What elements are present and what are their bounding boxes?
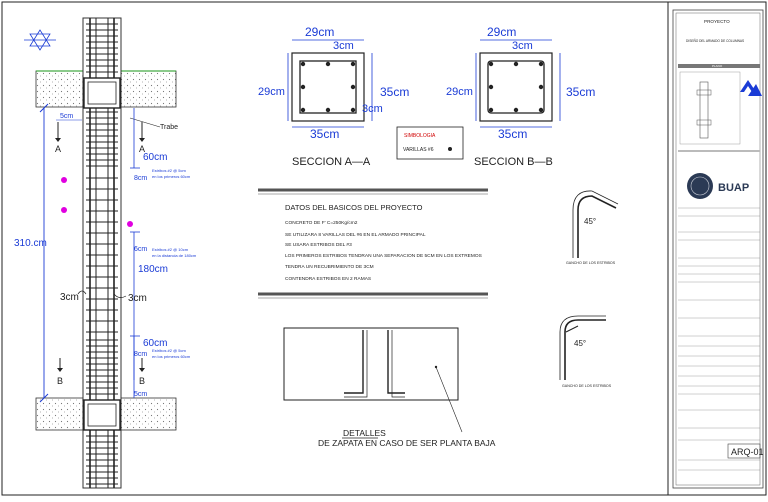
titleblock-rows <box>678 207 760 471</box>
project-line-6: CONTENDRA ESTRIBOS EN 2 RAMAS <box>285 276 371 282</box>
side-cover-right-label: 3cm <box>128 293 147 304</box>
hook-1-label: GANCHO DE LOS ESTRIBOS <box>566 261 616 265</box>
title-block: PROYECTO DISEÑO DEL ARMADO DE COLUMNAS P… <box>672 9 764 489</box>
section-marker-a-left: A <box>55 122 61 154</box>
legend-box: SIMBOLOGIA VARILLAS #6 <box>396 126 464 160</box>
titleblock-project-name: DISEÑO DEL ARMADO DE COLUMNAS <box>686 38 744 43</box>
section-a-cover: 3cm <box>333 40 354 52</box>
project-data: DATOS DEL BASICOS DEL PROYECTO CONCRETO … <box>258 188 488 299</box>
stirrups-group <box>86 23 118 485</box>
hook-detail-1: 45° GANCHO DE LOS ESTRIBOS <box>566 190 619 265</box>
gap-bot-label: 8cm <box>134 351 147 358</box>
section-a-title: SECCION A—A <box>292 156 371 168</box>
section-b-width: 29cm <box>487 25 516 39</box>
cover-bottom-label: 5cm <box>134 391 147 398</box>
section-marker-b-left: B <box>57 358 63 386</box>
note-top-line2: en los primeros 60cm <box>152 174 191 179</box>
beam-label: Trabe <box>160 124 178 131</box>
titleblock-sheet-number: ARQ-01 <box>731 447 764 457</box>
section-a-height: 35cm <box>380 85 409 99</box>
logo-mark <box>24 29 56 51</box>
footing-detail: DETALLES DE ZAPATA EN CASO DE SER PLANTA… <box>283 327 496 448</box>
side-cover-left-label: 3cm <box>60 292 79 303</box>
footing-subtitle: DE ZAPATA EN CASO DE SER PLANTA BAJA <box>318 438 496 448</box>
cover-top-label: 5cm <box>60 113 73 120</box>
legend-title: SIMBOLOGIA <box>404 133 436 139</box>
bar-marker <box>61 177 67 183</box>
section-b-side: 29cm <box>446 86 473 98</box>
project-line-3: SE USARA ESTRIBOS DEL #3 <box>285 242 352 248</box>
section-a-width: 29cm <box>305 25 334 39</box>
bar-marker <box>127 221 133 227</box>
zone-bot-label: 60cm <box>143 338 167 349</box>
section-a-bottom: 35cm <box>310 127 339 141</box>
gap-top-label: 8cm <box>134 175 147 182</box>
note-mid-line2: en la distancia de 180cm <box>152 253 197 258</box>
note-mid-line1: Estribos #2 @ 10cm <box>152 247 189 252</box>
svg-text:A: A <box>139 144 145 154</box>
note-top-line1: Estribos #2 @ 5cm <box>152 168 187 173</box>
note-bot-line1: Estribos #2 @ 5cm <box>152 348 187 353</box>
section-b-cover: 3cm <box>512 40 533 52</box>
zone-mid-label: 180cm <box>138 264 168 275</box>
hook-2-angle: 45° <box>574 339 586 348</box>
section-a-side: 29cm <box>258 86 285 98</box>
bar-marker <box>61 207 67 213</box>
hook-2-label: GANCHO DE LOS ESTRIBOS <box>562 384 612 388</box>
section-a-stirrup <box>299 60 357 114</box>
project-line-1: CONCRETO DE F' C=250Kg/cm2 <box>285 220 358 226</box>
project-line-4: LOS PRIMEROS ESTRIBOS TENDRAN UNA SEPARA… <box>285 253 482 259</box>
section-marker-a-right: A <box>139 122 145 154</box>
footing-outline <box>283 327 459 401</box>
svg-text:A: A <box>55 144 61 154</box>
titleblock-plan: PLANO <box>712 64 723 68</box>
height-dim-label: 310.cm <box>14 238 47 249</box>
project-data-title: DATOS DEL BASICOS DEL PROYECTO <box>285 203 423 212</box>
note-bot-line2: en los primeros 60cm <box>152 354 191 359</box>
column-elevation: 310.cm 5cm A A Trabe 60cm 8cm Estribos #… <box>14 17 197 489</box>
legend-item: VARILLAS #6 <box>403 147 434 153</box>
hook-detail-2: 45° GANCHO DE LOS ESTRIBOS <box>559 315 612 388</box>
project-line-2: SE UTILIZARA 8 VARILLAS DEL #6 EN EL ARM… <box>285 232 426 238</box>
hook-1-angle: 45° <box>584 217 596 226</box>
section-a-inner: 3cm <box>362 103 383 115</box>
legend-bar-symbol <box>448 147 452 151</box>
section-a-bars <box>300 61 356 113</box>
titleblock-project: PROYECTO <box>704 19 730 24</box>
titleblock-university: BUAP <box>718 182 749 194</box>
section-b-height: 35cm <box>566 85 595 99</box>
section-b-stirrup <box>487 60 545 114</box>
project-line-5: TENDRA UN RECUBRIMIENTO DE 3CM <box>285 264 374 270</box>
zone-top-label: 60cm <box>143 152 167 163</box>
titleblock-logo-icon <box>740 80 756 92</box>
footing-title: DETALLES <box>343 428 386 438</box>
svg-text:B: B <box>139 376 145 386</box>
section-a: 29cm 3cm 29cm 35cm 3cm 35cm SECCION A—A <box>258 25 409 168</box>
section-b-title: SECCION B—B <box>474 156 553 168</box>
beam-joint-top <box>83 77 121 109</box>
svg-text:B: B <box>57 376 63 386</box>
section-b-bars <box>488 61 544 113</box>
gap-mid-label: 6cm <box>134 246 147 253</box>
section-b: 29cm 3cm 29cm 35cm 35cm SECCION B—B <box>446 25 595 168</box>
beam-joint-bottom <box>83 399 121 431</box>
section-b-bottom: 35cm <box>498 127 527 141</box>
section-marker-b-right: B <box>139 358 145 386</box>
